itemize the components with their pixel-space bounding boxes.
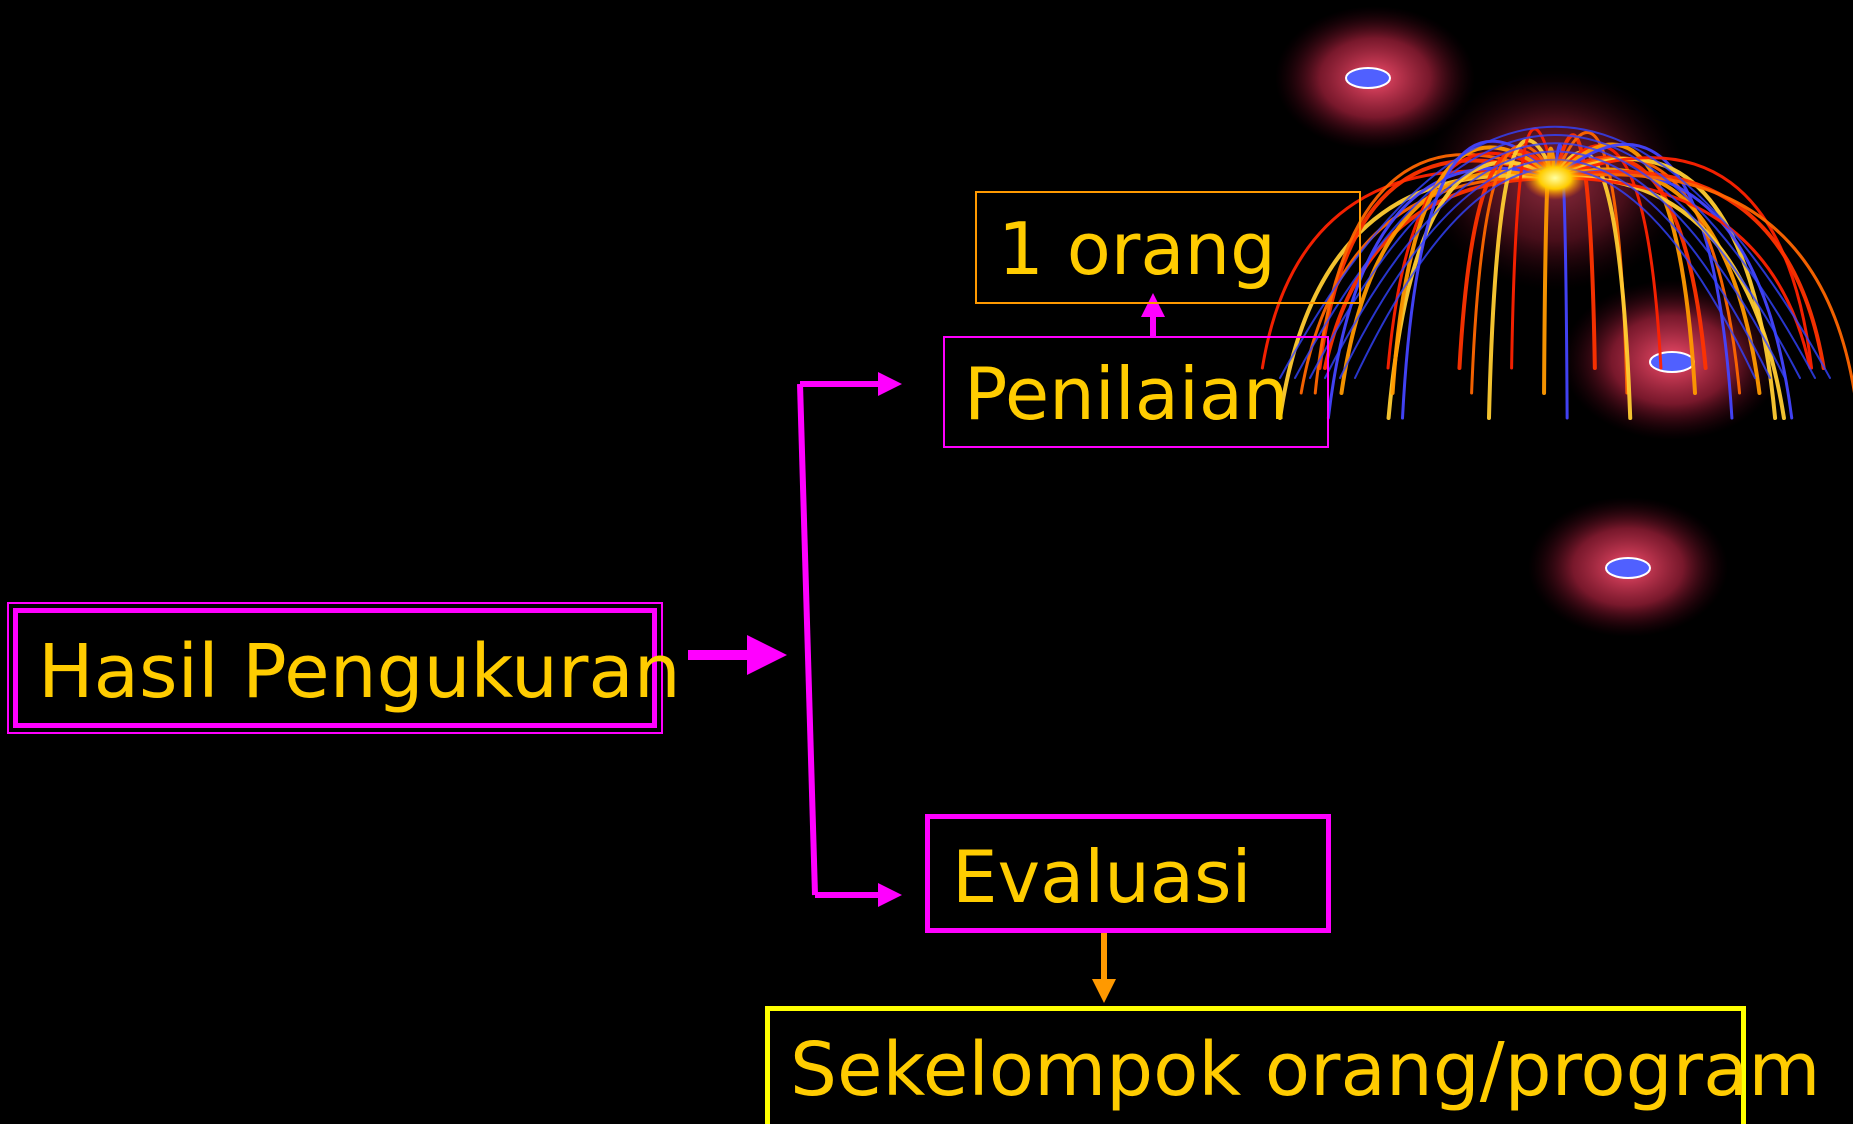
node-one-person: 1 orang <box>975 191 1361 304</box>
firework-ray <box>1324 150 1786 379</box>
firework-ray <box>1457 148 1557 370</box>
bracket-line <box>797 383 818 896</box>
node-sekelompok-label: Sekelompok orang/program <box>790 1027 1821 1113</box>
node-one-person-label: 1 orang <box>998 207 1276 291</box>
node-sekelompok: Sekelompok orang/program <box>765 1006 1821 1124</box>
firework-ray <box>1390 145 1557 395</box>
firework-ray <box>1553 142 1697 395</box>
node-penilaian-label: Penilaian <box>964 352 1289 436</box>
firework-ray <box>1294 134 1816 379</box>
firework-ray <box>1309 142 1801 379</box>
node-hasil-pengukuran: Hasil Pengukuran <box>7 602 681 734</box>
node-hasil-pengukuran-label: Hasil Pengukuran <box>38 629 681 715</box>
firework-ray <box>1470 144 1557 395</box>
orb-center <box>1605 557 1651 579</box>
orb-center <box>1345 67 1391 89</box>
node-penilaian: Penilaian <box>943 336 1329 448</box>
firework-ray <box>1553 150 1633 420</box>
firework-ray <box>1326 166 1557 420</box>
firework-core <box>1523 156 1587 200</box>
node-evaluasi-label: Evaluasi <box>952 835 1252 919</box>
firework-ray <box>1553 169 1826 370</box>
firework-ray <box>1553 156 1814 370</box>
firework-ray <box>1553 173 1853 394</box>
node-evaluasi: Evaluasi <box>925 814 1331 933</box>
firework-ray <box>1260 169 1557 370</box>
